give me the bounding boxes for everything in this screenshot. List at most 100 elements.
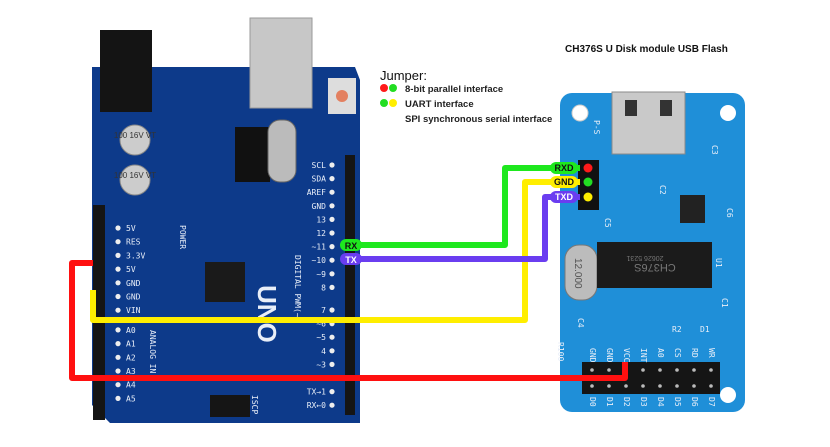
icsp-header — [210, 395, 250, 417]
pin-dot — [658, 368, 662, 372]
uno-logo: UNO — [252, 285, 282, 343]
capacitor — [119, 124, 151, 156]
module-pin-label: D0 — [588, 397, 597, 407]
pin-dot — [709, 368, 713, 372]
pin-dot — [115, 266, 121, 272]
jumper-dot-red — [583, 163, 593, 173]
pin-label: GND — [312, 202, 327, 211]
module-silk-label: C2 — [658, 185, 667, 195]
pin-label: SCL — [312, 161, 327, 170]
module-pin-label: GND — [605, 348, 614, 363]
icsp-label: ISCP — [250, 395, 259, 414]
legend-dot — [380, 99, 388, 107]
pin-dot — [329, 271, 335, 277]
module-pin-label: INT — [639, 348, 648, 363]
jumper-dot-green — [583, 177, 593, 187]
gnd-wire — [90, 179, 580, 323]
legend-dot — [389, 99, 397, 107]
voltage-regulator — [680, 195, 705, 223]
usb-a-connector — [611, 91, 686, 155]
pin-dot — [624, 384, 628, 388]
jumper-heading: Jumper: — [380, 68, 427, 83]
module-silk-label: R100 — [556, 342, 565, 361]
wires: RX TX RXD GND TXD — [69, 162, 628, 381]
pin-label: RX←0 — [307, 401, 326, 410]
legend-dot — [389, 84, 397, 92]
crystal-label: 12.000 — [572, 258, 583, 289]
pin-label: GND — [126, 293, 141, 302]
pin-label: ~11 — [312, 243, 327, 252]
pin-label: 12 — [316, 229, 326, 238]
legend-item: SPI synchronous serial interface — [405, 114, 552, 125]
chip-code: 20626 5231 — [626, 254, 663, 261]
pin-dot — [692, 384, 696, 388]
pin-label: A4 — [126, 381, 136, 390]
pin-label: ~9 — [316, 270, 326, 279]
module-pin-label: CS — [673, 348, 682, 358]
usb-b-connector — [249, 17, 313, 109]
gnd-label: GND — [554, 177, 575, 187]
capacitor — [119, 164, 151, 196]
digital-label: DIGITAL PWM(~) — [293, 255, 302, 322]
module-pin-label: D4 — [656, 397, 665, 407]
module-silk-label: C4 — [576, 318, 585, 328]
pin-label: 13 — [316, 215, 326, 224]
pin-dot — [329, 203, 335, 209]
module-silk-label: C6 — [725, 208, 734, 218]
module-silk-label: C3 — [710, 145, 719, 155]
pin-label: A0 — [126, 326, 136, 335]
pin-label: 7 — [321, 306, 326, 315]
pin-dot — [115, 280, 121, 286]
pin-label: ~10 — [312, 256, 327, 265]
pin-dot — [329, 244, 335, 250]
pin-label: ~5 — [316, 333, 326, 342]
pin-label: 5V — [126, 224, 136, 233]
module-silk-label: C5 — [603, 218, 612, 228]
pin-dot — [329, 307, 335, 313]
pin-dot — [115, 382, 121, 388]
pin-dot — [329, 257, 335, 263]
pin-dot — [115, 293, 121, 300]
power-label: POWER — [178, 225, 187, 249]
pin-label: A2 — [126, 353, 136, 362]
pin-dot — [115, 252, 121, 258]
pin-dot — [115, 395, 121, 401]
module-pin-label: RD — [690, 348, 699, 358]
pin-label: ~6 — [316, 320, 326, 329]
txd-label: TXD — [555, 192, 574, 202]
pin-dot — [658, 384, 662, 388]
module-pin-label: VCC — [622, 348, 631, 363]
pin-label: GND — [126, 279, 141, 288]
pin-dot — [641, 384, 645, 388]
left-header — [93, 205, 105, 420]
pin-dot — [329, 176, 335, 182]
cap-label: 100 16V VT — [114, 131, 156, 140]
pin-dot — [115, 239, 121, 245]
jumper-dot-yellow — [583, 192, 593, 202]
module-silk-label: R2 — [672, 325, 682, 334]
pin-dot — [675, 384, 679, 388]
pin-dot — [115, 307, 121, 313]
power-jack — [100, 30, 152, 112]
ch376s-chip — [597, 242, 712, 288]
vcc-wire — [69, 260, 628, 381]
pin-label: 4 — [321, 347, 326, 356]
pin-dot — [590, 384, 594, 388]
module-pin-label: D5 — [673, 397, 682, 407]
rx-wire — [345, 165, 580, 248]
pin-dot — [329, 348, 335, 354]
pin-label: 5V — [126, 265, 136, 274]
pin-dot — [115, 368, 121, 374]
pin-dot — [692, 368, 696, 372]
rx-label: RX — [345, 241, 358, 251]
rxd-label: RXD — [554, 163, 574, 173]
pin-dot — [115, 341, 121, 347]
module-pin-label: D7 — [707, 397, 716, 407]
module-silk-label: D1 — [700, 325, 710, 334]
pin-dot — [607, 368, 611, 372]
cap-label: 100 16V VT — [114, 171, 156, 180]
module-pin-label: D6 — [690, 397, 699, 407]
pin-label: A3 — [126, 367, 136, 376]
